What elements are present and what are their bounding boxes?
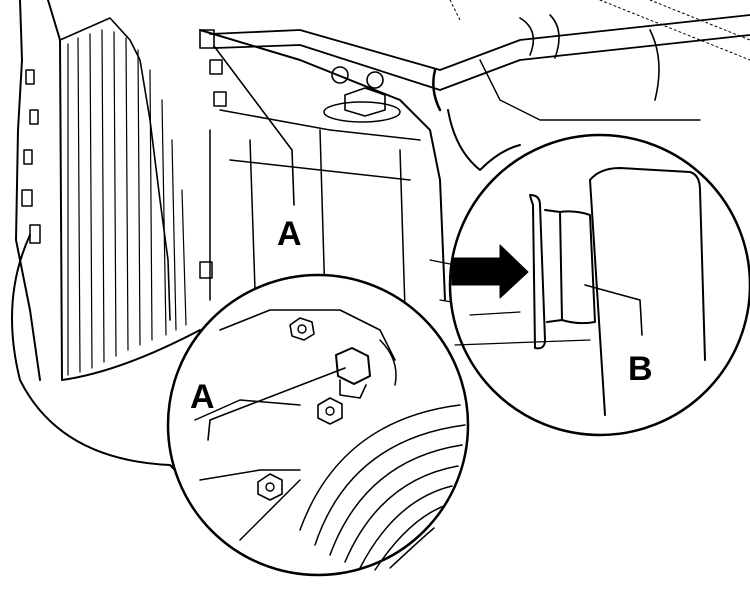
callout-connector-left [11, 234, 186, 481]
label-a-main: A [277, 215, 302, 253]
leader-line-a-main [213, 45, 295, 206]
compressor-body [15, 0, 750, 381]
leader-line-b [584, 284, 643, 336]
detail-circle-right [448, 133, 750, 437]
label-b: B [628, 350, 653, 388]
label-a-detail: A [190, 378, 215, 416]
arrow-right-icon [451, 244, 529, 299]
leader-line-a-detail [207, 367, 346, 441]
callout-connector-right [447, 109, 521, 171]
detail-circle-left [166, 273, 470, 577]
